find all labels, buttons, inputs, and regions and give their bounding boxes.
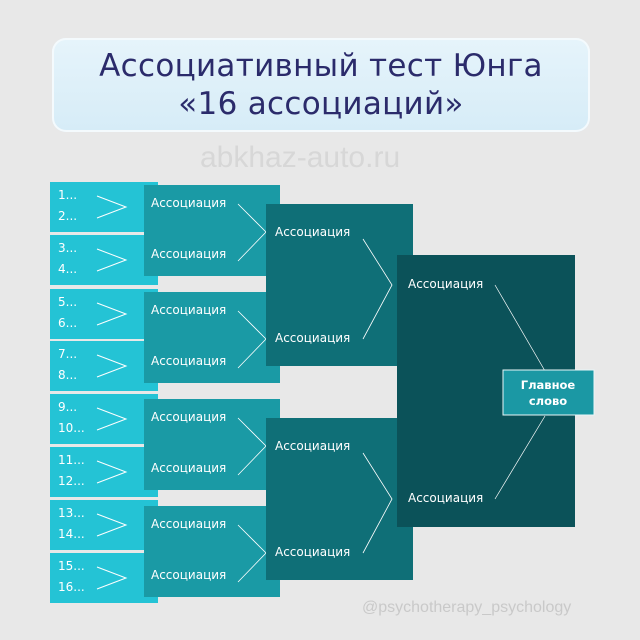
association-label: Ассоциация (151, 410, 226, 424)
input-item: 16... (58, 580, 85, 594)
chevron-icon (96, 248, 128, 272)
input-item: 7... (58, 347, 77, 361)
association-label: Ассоциация (151, 247, 226, 261)
association-label: Ассоциация (275, 545, 350, 559)
main-word-box (502, 369, 595, 416)
input-pair-box (50, 553, 158, 603)
input-pair-box (50, 394, 158, 444)
chevron-icon (96, 566, 128, 590)
main-word-line-1: Главное (521, 378, 576, 392)
input-item: 5... (58, 295, 77, 309)
association-box-level-2 (144, 185, 280, 276)
chevron-icon (96, 460, 128, 484)
association-label: Ассоциация (151, 303, 226, 317)
title-banner: Ассоциативный тест Юнга «16 ассоциаций» (52, 38, 590, 132)
chevron-icon (96, 407, 128, 431)
input-item: 11... (58, 453, 85, 467)
connector-line (494, 284, 546, 372)
association-label: Ассоциация (408, 277, 483, 291)
connector-lines (362, 238, 393, 340)
chevron-icon (96, 354, 128, 378)
input-pair-box (50, 235, 158, 285)
input-item: 3... (58, 241, 77, 255)
association-label: Ассоциация (275, 331, 350, 345)
association-box-level-2 (144, 292, 280, 383)
association-label: Ассоциация (151, 196, 226, 210)
input-item: 2... (58, 209, 77, 223)
association-label: Ассоциация (151, 461, 226, 475)
input-item: 14... (58, 527, 85, 541)
input-item: 4... (58, 262, 77, 276)
main-word-line-2: слово (529, 394, 567, 408)
input-pair-box (50, 341, 158, 391)
association-label: Ассоциация (275, 439, 350, 453)
input-item: 10... (58, 421, 85, 435)
chevron-icon (96, 302, 128, 326)
input-item: 13... (58, 506, 85, 520)
association-box-level-3 (266, 418, 413, 580)
association-box-level-3 (266, 204, 413, 366)
connector-line (494, 415, 546, 500)
input-pair-box (50, 289, 158, 339)
title-line-1: Ассоциативный тест Юнга (99, 48, 543, 84)
input-pair-box (50, 500, 158, 550)
chevron-icon (96, 513, 128, 537)
association-label: Ассоциация (151, 354, 226, 368)
input-item: 6... (58, 316, 77, 330)
input-item: 1... (58, 188, 77, 202)
input-pair-box (50, 447, 158, 497)
input-item: 9... (58, 400, 77, 414)
title-line-2: «16 ассоциаций» (178, 86, 464, 122)
input-pair-box (50, 182, 158, 232)
credit-handle: @psychotherapy_psychology (362, 599, 572, 616)
input-item: 8... (58, 368, 77, 382)
association-label: Ассоциация (408, 491, 483, 505)
association-label: Ассоциация (151, 517, 226, 531)
association-box-level-2 (144, 506, 280, 597)
watermark: abkhaz-auto.ru (200, 141, 401, 174)
input-item: 12... (58, 474, 85, 488)
association-label: Ассоциация (275, 225, 350, 239)
input-item: 15... (58, 559, 85, 573)
association-label: Ассоциация (151, 568, 226, 582)
connector-lines (362, 452, 393, 554)
association-box-level-2 (144, 399, 280, 490)
chevron-icon (96, 195, 128, 219)
